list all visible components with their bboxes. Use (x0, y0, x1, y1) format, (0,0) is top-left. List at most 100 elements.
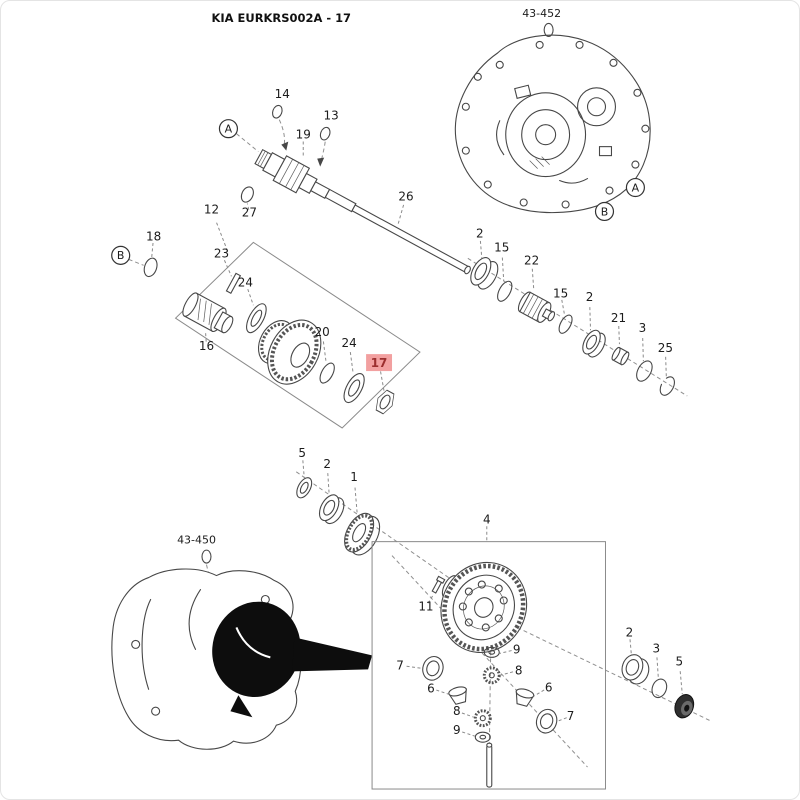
leader-line-7-33 (557, 717, 567, 722)
part-callout-2-22: 2 (323, 457, 331, 471)
part-callout-6-29: 6 (427, 681, 435, 695)
part-callout-24-11: 24 (342, 336, 357, 350)
leader-line-15-16 (561, 299, 566, 316)
cap-21 (611, 346, 630, 366)
leader-line-8-28 (499, 671, 514, 676)
leader-line-20-10 (322, 341, 327, 364)
o-ring-3-right (636, 360, 653, 382)
part-callout-9-32: 9 (453, 723, 461, 737)
leader-line-3-35 (656, 657, 659, 679)
part-callout-5-36: 5 (675, 654, 683, 668)
part-callout-20-10: 20 (315, 325, 330, 339)
bearing-2-right-b (582, 329, 606, 358)
part-callout-1-23: 1 (350, 470, 358, 484)
leader-line-9-32 (462, 731, 475, 737)
part-callout-23-7: 23 (214, 246, 229, 260)
leader-line-6-29 (436, 689, 450, 695)
side-ring-7-right (535, 708, 558, 734)
part-callout-6-30: 6 (545, 680, 553, 694)
part-callout-15-16: 15 (553, 286, 568, 300)
leader-line-7-26 (406, 665, 423, 669)
leader-line-15-14 (501, 257, 505, 282)
leader-line-2-22 (327, 473, 330, 495)
clutch-housing-drawing (111, 549, 373, 750)
section-label-housing: 43-450 (177, 534, 216, 547)
dark-fill-area (212, 601, 301, 697)
collar-nut-5-bottom (674, 694, 695, 719)
lock-nut-17 (375, 389, 395, 415)
part-callout-8-28: 8 (515, 663, 523, 677)
leader-line-16-9 (204, 331, 207, 342)
reference-letter-A-1: A (625, 177, 645, 198)
bearing-24-left (246, 303, 267, 334)
snap-ring-15-a (497, 280, 513, 302)
leader-line-18-6 (151, 242, 154, 259)
snap-ring-25 (659, 376, 675, 396)
leader-line-26-4 (397, 204, 405, 225)
part-callout-2-13: 2 (476, 226, 484, 240)
part-callout-7-33: 7 (567, 709, 575, 723)
part-callout-3-19: 3 (639, 321, 647, 335)
part-callout-12-5: 12 (204, 202, 219, 216)
speedo-gear-1 (344, 512, 381, 556)
part-callout-7-26: 7 (396, 658, 404, 672)
leader-line-9-27 (499, 650, 512, 654)
part-callout-19-2: 19 (296, 128, 311, 142)
part-callout-2-17: 2 (586, 290, 594, 304)
bearing-5-mid (296, 477, 313, 499)
part-callout-4-24: 4 (483, 513, 491, 527)
part-callout-27-3: 27 (242, 205, 257, 219)
leader-line-5-21 (302, 460, 305, 478)
part-callout-21-18: 21 (611, 311, 626, 325)
leader-line-5-36 (679, 671, 683, 695)
bolt-11 (431, 575, 446, 594)
pinion-8-bottom (473, 709, 492, 728)
part-callout-2-34: 2 (626, 625, 634, 639)
side-ring-7-left (422, 655, 444, 681)
washer-9-top (483, 646, 500, 658)
clip-glyph-case (543, 22, 554, 37)
leader-line-12-5 (216, 222, 229, 254)
svg-text:B: B (117, 249, 125, 262)
part-callout-18-6: 18 (146, 229, 161, 243)
section-label-case: 43-452 (522, 7, 561, 20)
part-callout-25-20: 25 (658, 341, 673, 355)
o-ring-18 (143, 257, 158, 278)
o-ring-20 (319, 362, 335, 384)
leader-line-1-23 (354, 487, 358, 513)
leader-line-25-20 (665, 356, 667, 378)
bearing-24-right (343, 373, 365, 404)
part-callout-8-31: 8 (453, 704, 461, 718)
reference-letter-B-3: B (594, 201, 615, 222)
leader-line-17-12 (380, 371, 385, 392)
pinion-shaft-pin (486, 742, 493, 788)
leader-line-24-8 (247, 289, 254, 306)
leader-line-2-13 (479, 240, 483, 259)
gear-22 (517, 291, 556, 323)
leader-line-24-11 (349, 352, 354, 374)
clip-13-glyph (317, 126, 331, 167)
part-callout-13-1: 13 (324, 109, 339, 123)
page-title: KIA EURKRS002A - 17 (212, 11, 352, 25)
washer-9-bottom (474, 731, 491, 743)
part-callout-9-27: 9 (513, 642, 521, 656)
part-callout-16-9: 16 (199, 339, 214, 353)
part-callout-5-21: 5 (298, 446, 306, 460)
transmission-case-drawing (454, 22, 651, 214)
leader-line-8-31 (461, 712, 474, 718)
part-callout-24-8: 24 (238, 275, 253, 289)
leader-line-21-18 (618, 325, 620, 345)
bearing-2-right (470, 257, 499, 290)
svg-text:B: B (601, 205, 609, 218)
synchro-gear-cluster (257, 319, 322, 385)
bevel-gear-6-left (448, 686, 467, 705)
part-callout-14-0: 14 (275, 87, 290, 101)
clip-14-glyph (271, 104, 289, 151)
leader-line-23-7 (223, 260, 232, 277)
o-ring-3-bottom (651, 678, 668, 699)
part-callout-22-15: 22 (524, 253, 539, 267)
part-callout-17-12: 17 (371, 356, 388, 370)
